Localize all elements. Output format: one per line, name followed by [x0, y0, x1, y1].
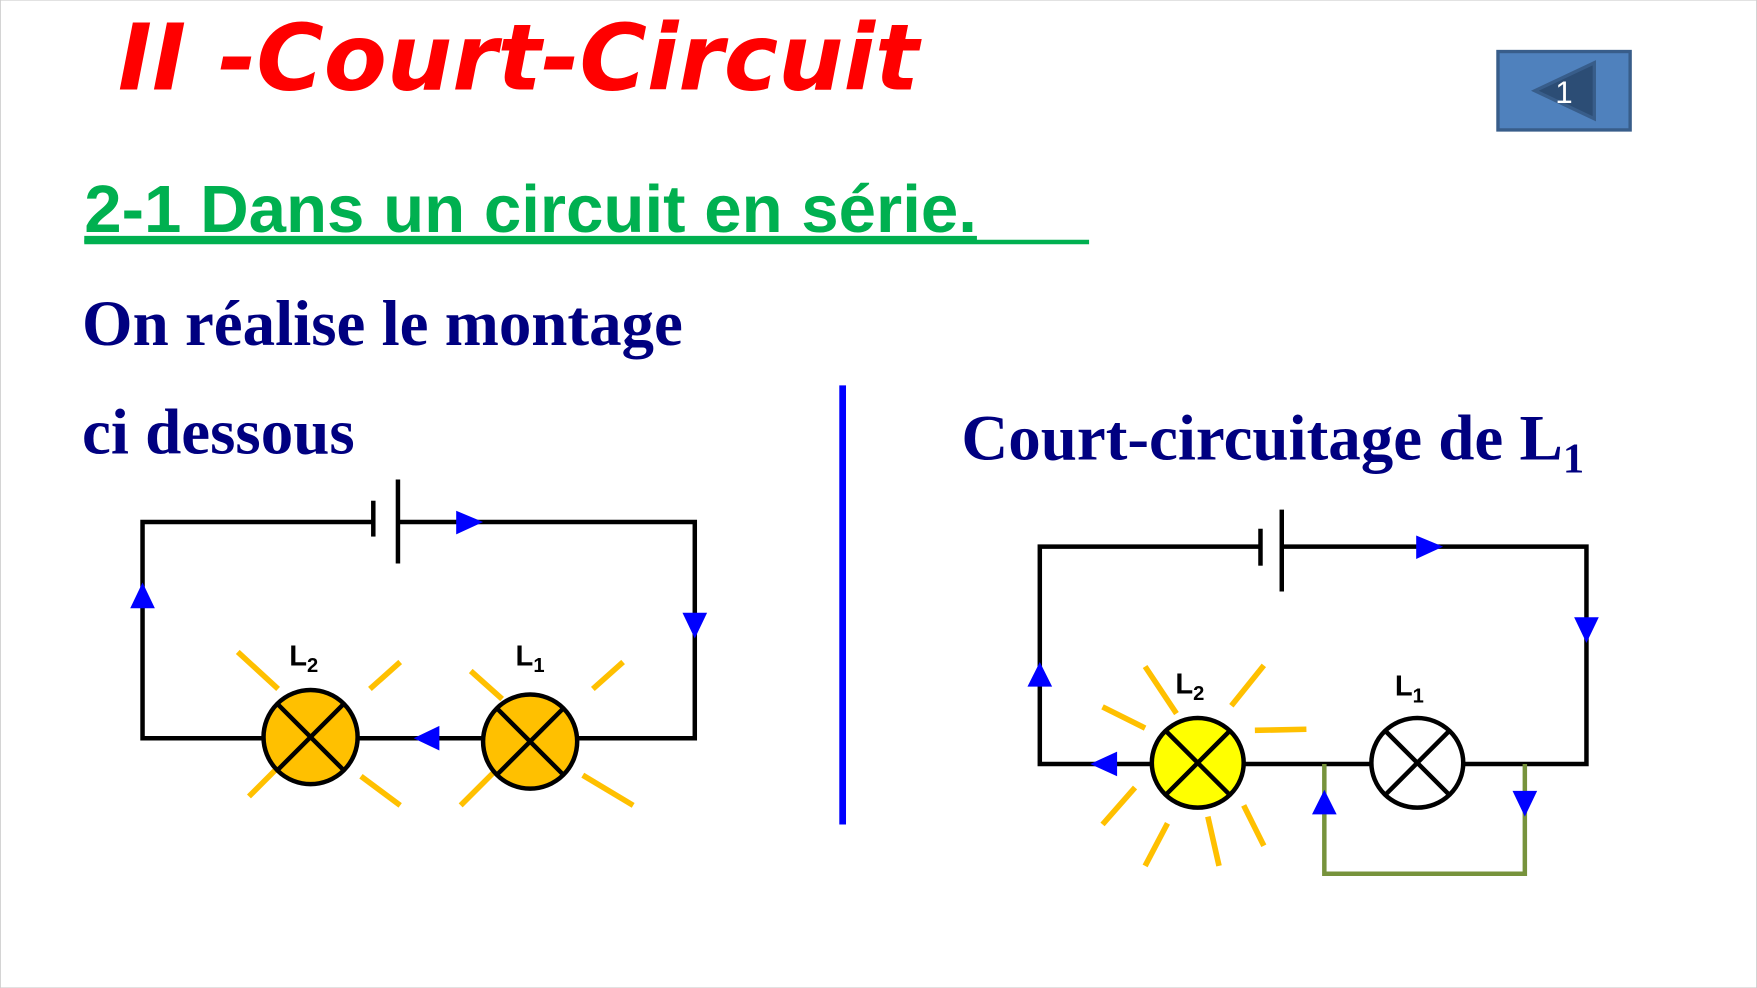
- arrow-right-icon: [456, 510, 484, 535]
- section-subtitle: 2-1 Dans un circuit en série.: [84, 172, 977, 247]
- arrow-up-icon: [1027, 662, 1053, 687]
- line-shape: [458, 770, 496, 808]
- previous-slide-button[interactable]: 1: [1496, 49, 1632, 132]
- wire: [140, 519, 373, 741]
- line-shape: [1205, 815, 1222, 867]
- arrow-right-icon: [1416, 535, 1444, 559]
- lamp-label: L2: [1175, 668, 1204, 705]
- lamp-label: L1: [516, 640, 545, 677]
- line-shape: [275, 701, 346, 773]
- line-shape: [581, 772, 635, 808]
- slide-number: 1: [1555, 75, 1572, 110]
- line-shape: [359, 774, 402, 808]
- line-shape: [246, 765, 281, 799]
- text-line-2: ci dessous: [82, 397, 355, 469]
- arrow-down-icon: [1574, 617, 1599, 643]
- arrow-down-icon: [1512, 790, 1538, 817]
- triangle-left-icon: [1530, 60, 1596, 122]
- line-shape: [368, 659, 403, 692]
- line-shape: [1142, 664, 1179, 716]
- line-shape: [1254, 726, 1307, 734]
- lamp-label: L2: [289, 640, 318, 677]
- lamp-l1-off: L1: [1369, 671, 1466, 810]
- line-shape: [1142, 822, 1170, 868]
- arrow-up-icon: [130, 582, 155, 609]
- slide-title: II -Court-Circuit: [118, 5, 922, 112]
- line-shape: [468, 668, 504, 702]
- line-shape: [235, 649, 280, 691]
- text-line-1: On réalise le montage: [82, 288, 683, 360]
- arrow-up-icon: [1312, 789, 1337, 815]
- lamp-l2-bright: L2: [1100, 663, 1307, 868]
- shunt-wire: [1322, 763, 1528, 876]
- line-shape: [1163, 728, 1232, 797]
- line-shape: [1241, 804, 1267, 847]
- line-shape: [1101, 704, 1147, 731]
- right-heading: Court-circuitage de L1: [961, 402, 1584, 482]
- lamp-label: L1: [1395, 671, 1424, 708]
- series-circuit: L2 L1: [130, 479, 708, 808]
- line-shape: [590, 659, 625, 692]
- lamp-l2: L2: [235, 640, 403, 808]
- lamp-l1: L1: [458, 640, 635, 808]
- arrow-left-icon: [1090, 751, 1118, 777]
- arrow-left-icon: [413, 725, 440, 751]
- line-shape: [1229, 663, 1267, 708]
- line-shape: [1383, 728, 1452, 797]
- arrow-down-icon: [682, 612, 708, 639]
- short-circuit-circuit: L2 L1: [1027, 509, 1599, 876]
- line-shape: [1100, 785, 1138, 827]
- line-shape: [494, 706, 566, 777]
